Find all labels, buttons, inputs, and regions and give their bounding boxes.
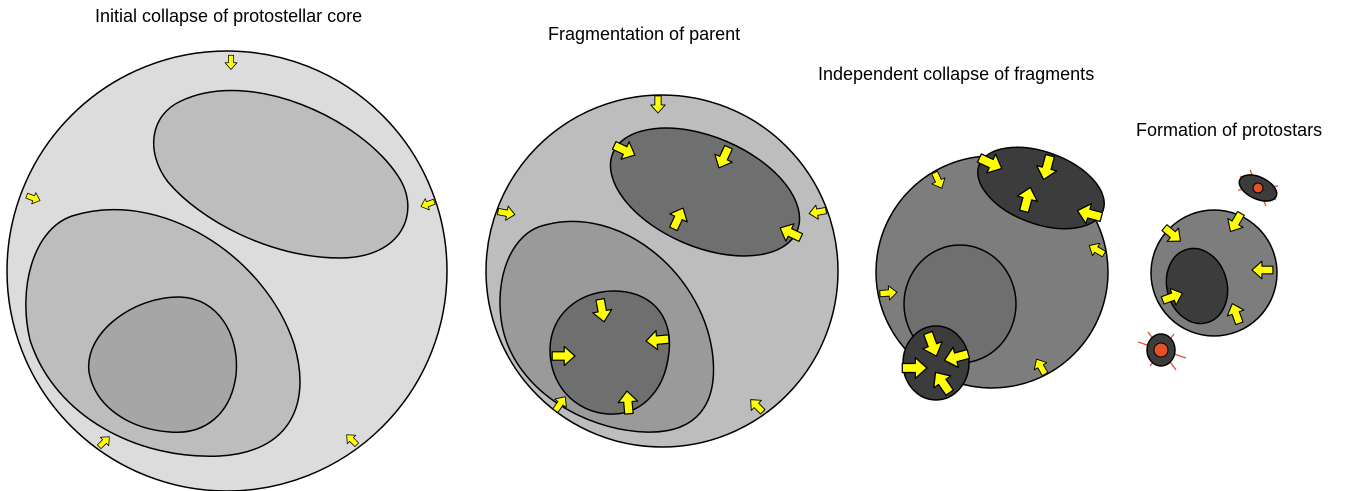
inward-arrow-icon xyxy=(879,285,898,301)
inward-arrow-icon xyxy=(592,298,613,323)
inward-arrow-icon xyxy=(420,198,436,211)
lower-inner-fragment xyxy=(88,296,238,433)
inward-arrow-icon xyxy=(650,95,666,114)
collapse-arrows xyxy=(25,54,1274,450)
upper-fragment xyxy=(153,89,409,259)
inward-arrow-icon xyxy=(25,192,41,205)
inward-arrow-icon xyxy=(1161,224,1181,242)
inward-arrow-icon xyxy=(714,144,733,169)
inward-arrow-icon xyxy=(551,345,576,367)
inward-arrow-icon xyxy=(922,330,943,357)
stage-3-cloud xyxy=(875,146,1109,401)
inward-arrow-icon xyxy=(1227,210,1245,233)
inward-arrow-icon xyxy=(1160,287,1183,306)
inward-arrow-icon xyxy=(750,399,766,415)
inward-arrow-icon xyxy=(1088,242,1107,258)
inward-arrow-icon xyxy=(976,153,1003,174)
inward-arrow-icon xyxy=(1251,260,1274,280)
inward-arrow-icon xyxy=(497,205,516,221)
inward-arrow-icon xyxy=(901,356,928,380)
stage-2-cloud xyxy=(485,94,839,448)
stage-3-title: Independent collapse of fragments xyxy=(818,64,1094,84)
stage-4-title: Formation of protostars xyxy=(1136,120,1322,140)
inward-arrow-icon xyxy=(617,390,639,415)
upper-fragment xyxy=(977,146,1105,230)
stage-2-title: Fragmentation of parent xyxy=(548,24,740,44)
inward-arrow-icon xyxy=(931,170,946,189)
protostar-icon xyxy=(1137,331,1187,371)
inward-arrow-icon xyxy=(808,204,827,220)
central-fragment xyxy=(1165,247,1229,325)
lower-inner-fragment xyxy=(549,290,671,415)
inward-arrow-icon xyxy=(1076,202,1104,225)
stage-1-cloud xyxy=(6,50,448,491)
inward-arrow-icon xyxy=(224,54,238,70)
inward-arrow-icon xyxy=(1033,358,1049,377)
inward-arrow-icon xyxy=(779,223,804,242)
inward-arrow-icon xyxy=(1035,153,1058,181)
inward-arrow-icon xyxy=(943,346,971,369)
stage-1-title: Initial collapse of protostellar core xyxy=(95,6,362,26)
stage-4-cloud xyxy=(1137,169,1279,371)
inward-arrow-icon xyxy=(1016,186,1039,214)
inward-arrow-icon xyxy=(552,396,567,413)
inward-arrow-icon xyxy=(645,329,670,351)
inward-arrow-icon xyxy=(611,141,636,160)
protostar-icon xyxy=(1237,169,1279,207)
inward-arrow-icon xyxy=(346,434,360,448)
inward-arrow-icon xyxy=(96,436,110,450)
inward-arrow-icon xyxy=(669,207,688,232)
inward-arrow-icon xyxy=(1226,303,1245,326)
inward-arrow-icon xyxy=(933,371,955,396)
